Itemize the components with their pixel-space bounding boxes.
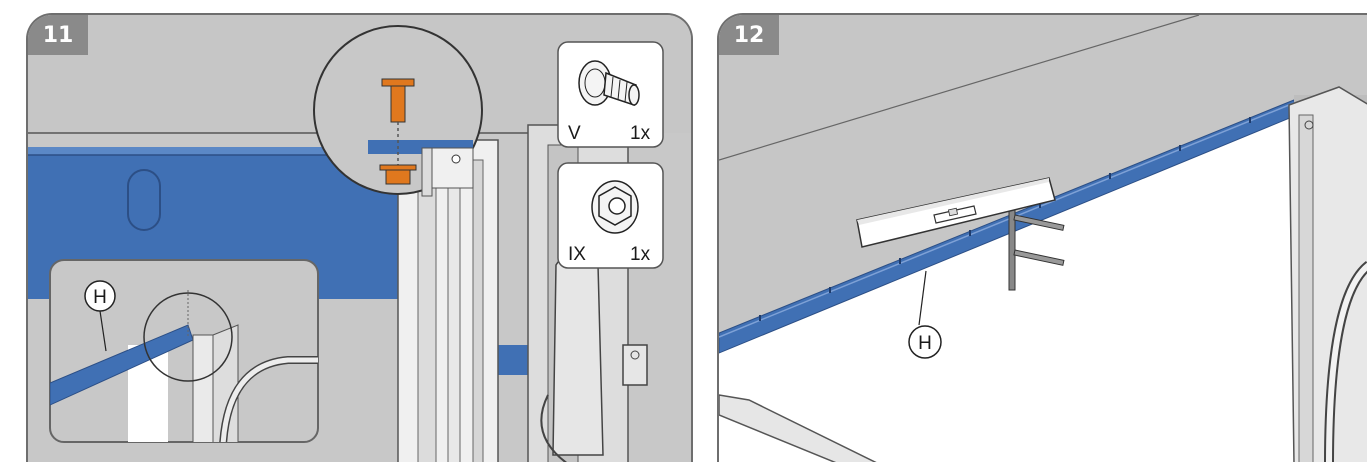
- step-number-badge: 12: [719, 15, 779, 55]
- part-box-ix: IX 1x: [557, 162, 664, 269]
- hex-bolt-icon: [578, 60, 640, 107]
- part-qty-label: 1x: [630, 244, 651, 265]
- step-11-panel: 11: [26, 13, 693, 462]
- callout-label: H: [918, 333, 932, 354]
- part-code-label: V: [568, 123, 581, 144]
- part-box-v: V 1x: [557, 41, 664, 148]
- flange-nut-icon: [591, 180, 639, 234]
- step-number-badge: 11: [28, 15, 88, 55]
- step-11-illustration: V 1x IX 1x: [28, 15, 691, 462]
- callout-h: H: [908, 270, 942, 359]
- detail-magnifier-bolt: [313, 25, 483, 197]
- part-qty-label: 1x: [630, 123, 651, 144]
- part-code-label: IX: [568, 244, 586, 265]
- inset-overview: H: [49, 259, 319, 443]
- clamp-icon: [1008, 194, 1065, 291]
- callout-h: H: [84, 280, 116, 352]
- step-12-panel: 12: [717, 13, 1367, 462]
- step-12-illustration: H: [719, 15, 1367, 462]
- spirit-level-icon: [856, 177, 1056, 248]
- callout-label: H: [93, 287, 107, 308]
